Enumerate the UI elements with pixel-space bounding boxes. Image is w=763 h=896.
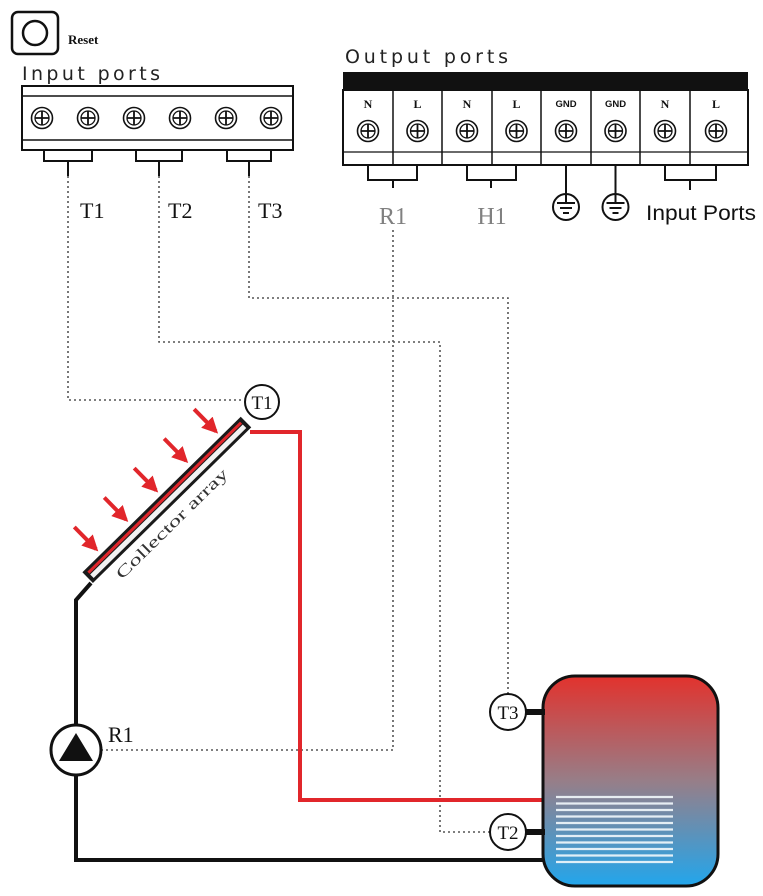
t3-sensor: T3	[489, 693, 545, 731]
output-terminal-screw	[704, 119, 728, 143]
tank-body	[541, 674, 720, 888]
t2-input-bracket	[135, 150, 183, 176]
output-terminal-label-gnd1: GND	[555, 99, 576, 110]
input-terminal-screw	[259, 106, 283, 130]
r1-pump-wire	[102, 230, 394, 751]
t1-input-bracket	[43, 150, 93, 176]
collector-array	[72, 407, 252, 583]
output-terminal-screw	[406, 119, 429, 143]
collector-absorber	[87, 421, 243, 574]
output-terminal-label-n2: N	[463, 97, 472, 111]
t1-sensor-circle	[244, 384, 280, 420]
collector-array-label: Collector array	[113, 466, 232, 583]
flow-pipe	[250, 430, 544, 802]
output-terminal-screw	[554, 119, 578, 143]
storage-tank	[541, 674, 720, 888]
t1-sensor: T1	[244, 384, 280, 420]
input-terminal-screw	[122, 106, 146, 130]
return-pipe	[74, 581, 544, 862]
sunlight-arrow	[132, 466, 159, 493]
input-terminal-screw	[30, 106, 54, 130]
t3-input-label: T3	[258, 198, 282, 223]
t2-input-label: T2	[168, 198, 192, 223]
ground-icon	[601, 193, 630, 221]
output-terminal-screw	[604, 119, 627, 143]
input-terminal-screw	[76, 106, 100, 130]
output-terminal-label-l2: L	[512, 97, 520, 111]
t3-input-bracket	[226, 150, 272, 176]
t3-sensor-label: T3	[497, 703, 518, 724]
output-terminal-label-l3: L	[712, 97, 720, 111]
reset-button-knob	[21, 19, 49, 47]
output-terminal-screw	[653, 119, 677, 143]
pump-label: R1	[108, 722, 134, 747]
input-ports-output-bracket	[664, 165, 717, 190]
input-terminal-block	[21, 85, 294, 151]
input-ports-title: Input ports	[22, 63, 160, 85]
h1-output-bracket	[466, 165, 517, 188]
t1-sensor-wire	[67, 176, 244, 401]
output-terminal-label-n3: N	[661, 97, 670, 111]
output-terminal-screw	[455, 119, 479, 143]
circulation-pump	[49, 723, 103, 777]
sunlight-arrow	[72, 525, 99, 552]
output-terminal-label-n1: N	[364, 97, 373, 111]
output-terminal-header-bar	[343, 72, 748, 90]
sunlight-arrow	[102, 496, 129, 522]
h1-output-label: H1	[477, 204, 506, 230]
t2-sensor-wire	[158, 176, 490, 833]
t1-input-label: T1	[80, 198, 104, 223]
reset-label: Reset	[68, 32, 99, 47]
t3-sensor-circle	[489, 693, 527, 731]
r1-output-label: R1	[379, 204, 407, 230]
output-terminal-dividers	[392, 90, 691, 165]
t3-sensor-wire	[248, 176, 509, 694]
t2-sensor-circle	[489, 813, 527, 851]
output-terminal-screw	[356, 119, 380, 143]
input-terminal-screw	[168, 106, 192, 130]
output-terminal-label-gnd2: GND	[605, 99, 626, 110]
output-ports-title: Output ports	[345, 46, 508, 68]
input-ports-output-label: Input Ports	[646, 202, 756, 225]
output-terminal-label-l1: L	[413, 97, 421, 111]
output-terminal-housing	[342, 89, 749, 166]
reset-button	[10, 10, 60, 56]
t2-sensor: T2	[489, 813, 545, 851]
t1-sensor-label: T1	[251, 393, 272, 414]
input-terminal-screw	[214, 106, 238, 130]
sunlight-arrow	[192, 407, 219, 434]
r1-output-bracket	[367, 165, 418, 188]
ground-icon	[552, 193, 580, 221]
sunlight-arrow	[162, 437, 189, 464]
output-terminal-block: N L N L GND GND N L	[342, 72, 749, 166]
pump-direction-icon	[59, 733, 93, 761]
heat-exchanger-coil	[556, 795, 673, 864]
output-terminal-screw	[505, 119, 528, 143]
collector-glazing	[90, 424, 247, 579]
t2-sensor-label: T2	[497, 823, 518, 844]
